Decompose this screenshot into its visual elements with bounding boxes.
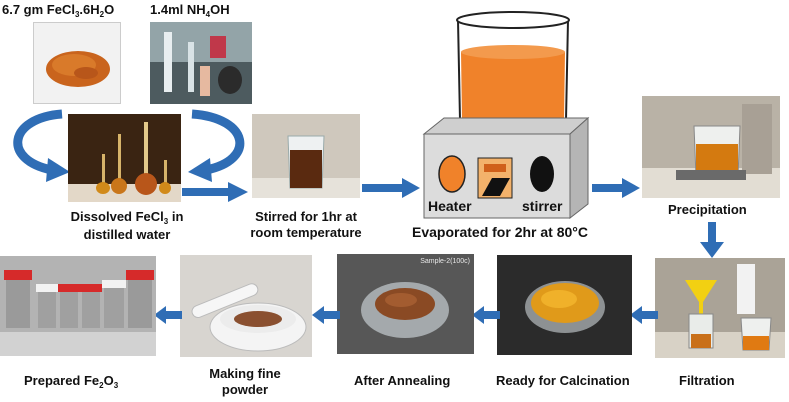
stirred-beaker-photo	[252, 114, 360, 198]
annealing-label: After Annealing	[354, 373, 451, 388]
prepared-fe2o3-label: Prepared Fe2O3	[24, 373, 119, 390]
filtration-photo	[655, 258, 785, 358]
calcination-label: Ready for Calcination	[496, 373, 630, 388]
arrow-down-to-filtration	[700, 222, 724, 258]
arrow-to-fine-powder	[312, 306, 340, 324]
nh4oh-dispensing-photo	[150, 22, 252, 104]
stirred-label: Stirred for 1hr at room temperature	[250, 209, 362, 240]
calcination-dish-photo	[497, 255, 632, 355]
arrow-to-calcination	[630, 306, 658, 324]
curved-arrow-right	[188, 109, 245, 182]
orange-beaker-illustration	[456, 11, 570, 121]
arrow-to-stirred	[182, 182, 248, 202]
arrow-to-precipitation	[592, 178, 640, 198]
stirrer-label: stirrer	[522, 198, 563, 214]
fecl3-powder-photo	[33, 22, 121, 104]
evaporated-label: Evaporated for 2hr at 80°C	[412, 224, 588, 240]
filtration-label: Filtration	[679, 373, 735, 388]
fecl3-amount-label: 6.7 gm FeCl3.6H2O	[2, 2, 115, 19]
fine-powder-label: Making fine powder	[209, 366, 281, 397]
prepared-fe2o3-bottles-photo	[0, 256, 156, 356]
arrow-to-heater	[362, 178, 420, 198]
annealing-dish-photo: Sample-2(100c)	[337, 254, 474, 354]
dissolved-label: Dissolved FeCl3 in distilled water	[70, 209, 184, 242]
mortar-pestle-photo	[180, 255, 312, 357]
precipitation-beaker-photo	[642, 96, 780, 198]
precipitation-label: Precipitation	[668, 202, 747, 217]
heater-label: Heater	[428, 198, 472, 214]
curved-arrow-left	[13, 109, 70, 182]
arrow-to-prepared	[154, 306, 182, 324]
magnetic-stirrer-heater	[422, 116, 590, 220]
annealing-sample-tag: Sample-2(100c)	[420, 258, 470, 265]
arrow-to-annealing	[472, 306, 500, 324]
nh4oh-amount-label: 1.4ml NH4OH	[150, 2, 230, 19]
volumetric-flasks-photo	[68, 114, 181, 202]
